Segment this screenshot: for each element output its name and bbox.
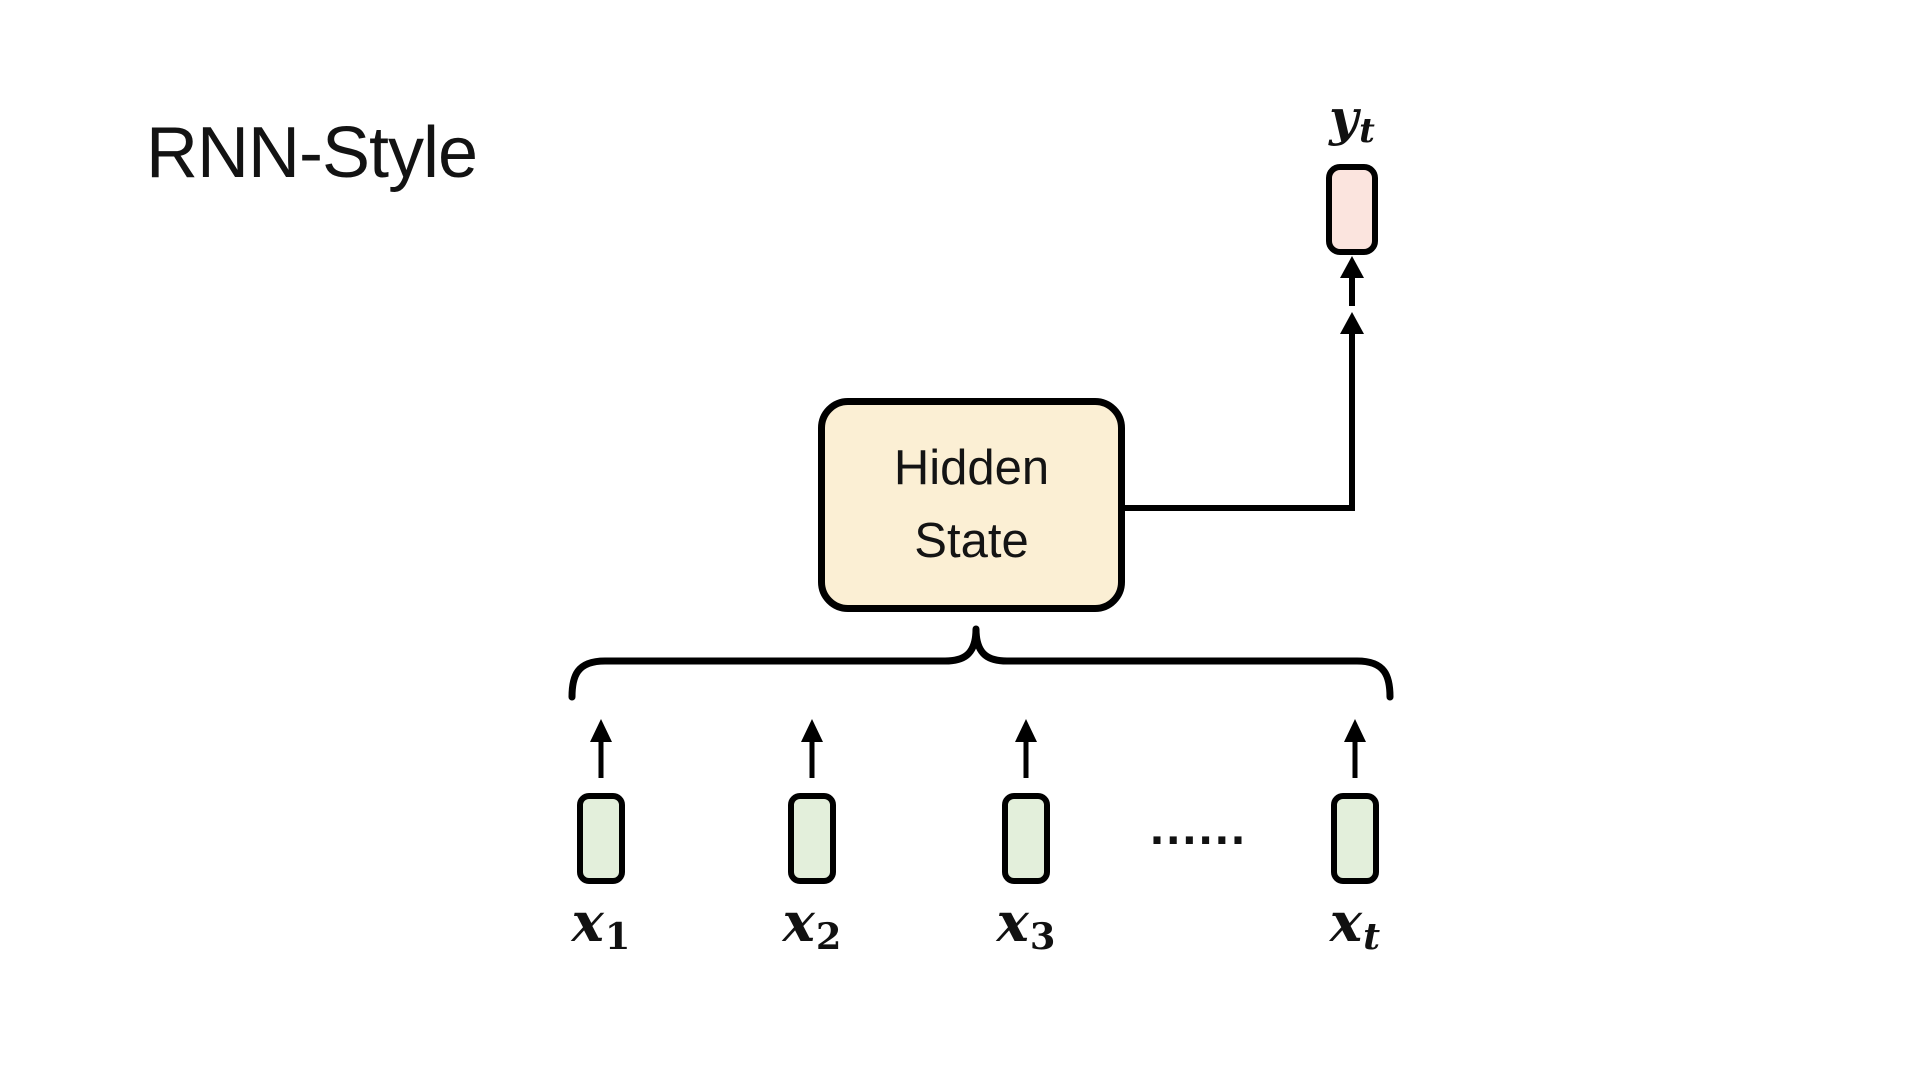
output-label-main: y	[1329, 88, 1359, 147]
hidden-state-label-line2: State	[914, 514, 1029, 568]
hidden-to-output-connector-line	[1125, 332, 1355, 511]
input-label-3: x3	[956, 890, 1096, 958]
output-box	[1326, 164, 1378, 255]
ellipsis-dots: ······	[1149, 818, 1247, 864]
input-arrowhead-4	[1344, 719, 1366, 742]
input-box-3	[1002, 793, 1050, 884]
hidden-state-box: Hidden State	[818, 398, 1125, 612]
input-arrowhead-3	[1015, 719, 1037, 742]
hidden-state-label-line1: Hidden	[893, 441, 1050, 495]
input-label-2-main: x	[782, 890, 815, 954]
input-label-4: xt	[1285, 890, 1425, 958]
input-arrowhead-1	[590, 719, 612, 742]
input-box-1	[577, 793, 625, 884]
input-label-1: x1	[531, 890, 671, 958]
input-arrowhead-2	[801, 719, 823, 742]
input-label-4-subscript: t	[1363, 915, 1381, 959]
slide-title: RNN-Style	[146, 113, 478, 193]
input-box-4	[1331, 793, 1379, 884]
input-label-2: x2	[742, 890, 882, 958]
input-label-3-subscript: 3	[1029, 915, 1056, 959]
connector-arrowhead-upper	[1340, 256, 1364, 278]
input-label-1-main: x	[571, 890, 604, 954]
output-label: yt	[1282, 88, 1422, 151]
input-label-1-subscript: 1	[604, 915, 631, 959]
connector-arrowhead-lower	[1340, 312, 1364, 334]
input-label-4-main: x	[1329, 890, 1363, 954]
input-box-2	[788, 793, 836, 884]
input-label-2-subscript: 2	[815, 915, 842, 959]
input-label-3-main: x	[996, 890, 1029, 954]
output-label-subscript: t	[1359, 111, 1375, 152]
curly-brace	[568, 625, 1394, 701]
